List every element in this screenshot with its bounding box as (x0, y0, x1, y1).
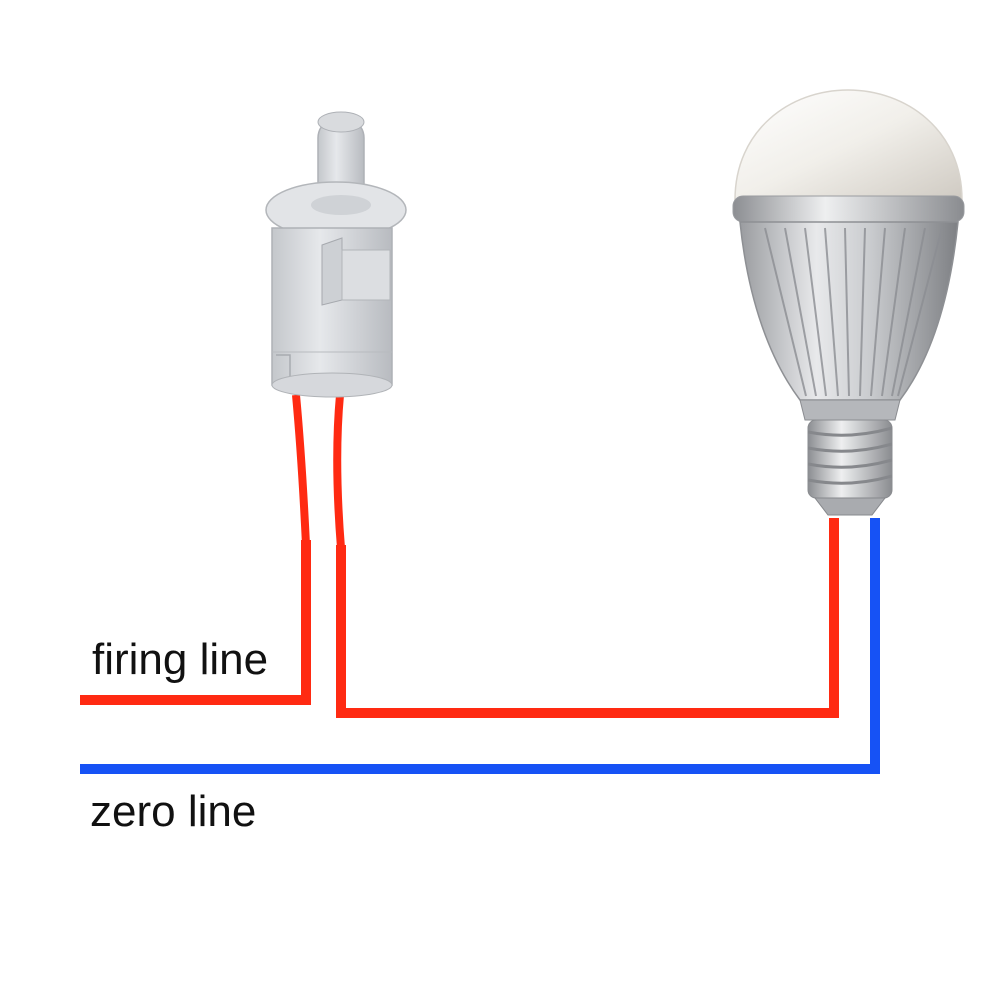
firing-line-wire (80, 540, 311, 705)
led-bulb-icon (732, 89, 965, 516)
zero-line-wire (80, 518, 880, 774)
wires (80, 518, 880, 774)
zero-line-label: zero line (90, 787, 257, 836)
push-button-switch-icon (265, 111, 407, 549)
firing-line-label: firing line (92, 635, 269, 684)
switch-to-bulb-live-wire (336, 518, 839, 718)
